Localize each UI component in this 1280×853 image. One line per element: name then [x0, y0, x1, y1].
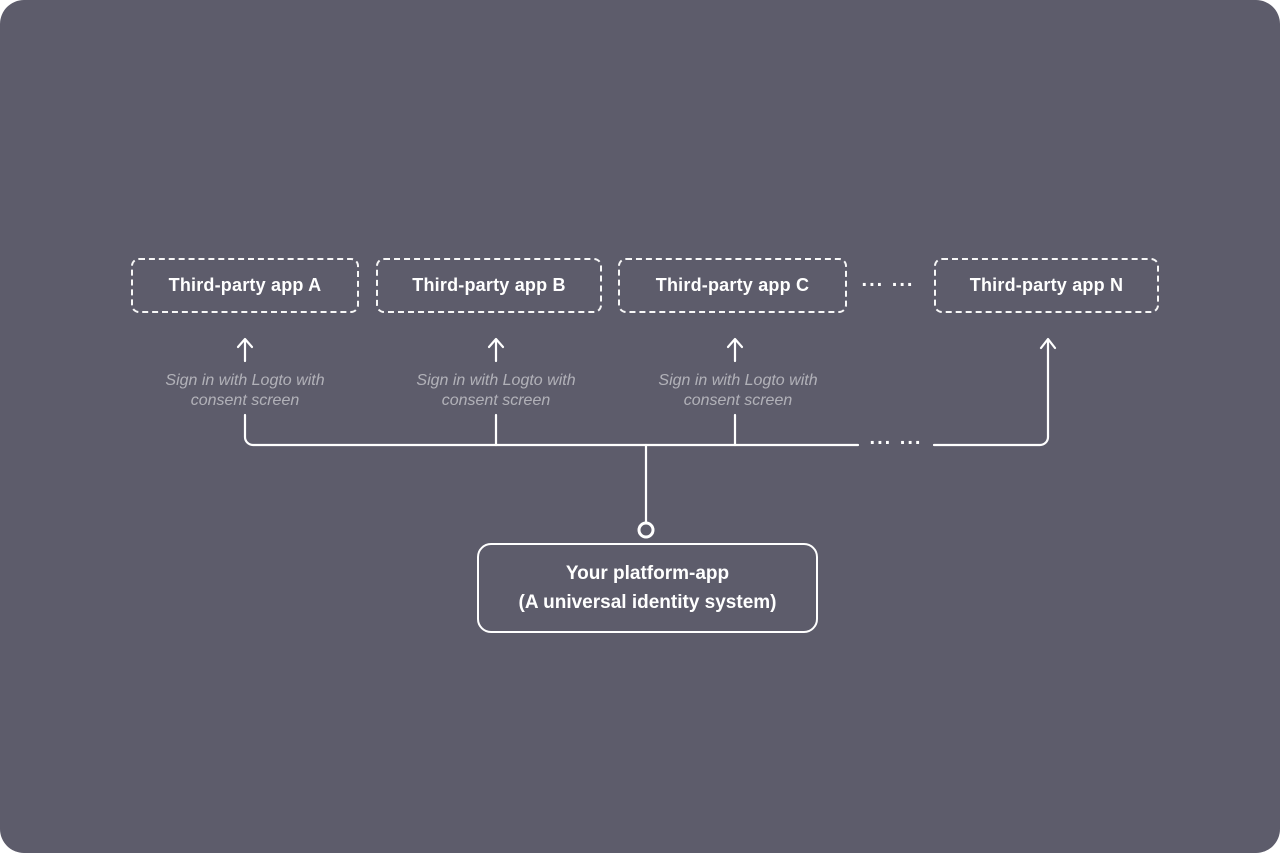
signin-caption-b: Sign in with Logto with consent screen: [386, 371, 606, 410]
third-party-app-n-label: Third-party app N: [969, 275, 1124, 295]
third-party-app-a-box: Third-party app A: [131, 258, 359, 313]
third-party-app-c-label: Third-party app C: [655, 275, 810, 295]
platform-app-box: Your platform-app (A universal identity …: [477, 543, 818, 633]
signin-caption-c: Sign in with Logto with consent screen: [628, 371, 848, 410]
third-party-app-n-box: Third-party app N: [934, 258, 1159, 313]
signin-caption-a-line2: consent screen: [190, 391, 300, 409]
third-party-app-b-box: Third-party app B: [376, 258, 602, 313]
signin-caption-c-line2: consent screen: [683, 391, 793, 409]
arrow-up-c-icon: [726, 337, 744, 363]
third-party-app-b-label: Third-party app B: [412, 275, 566, 295]
signin-caption-b-line1: Sign in with Logto with: [416, 372, 576, 389]
arrow-up-b-icon: [487, 337, 505, 363]
third-party-app-c-box: Third-party app C: [618, 258, 847, 313]
apps-ellipsis: ... ...: [861, 269, 915, 291]
platform-app-subtitle: (A universal identity system): [518, 592, 777, 613]
platform-app-title: Your platform-app: [565, 563, 730, 584]
junction-circle-icon: [637, 521, 655, 539]
bus-line-right-arrow-up-icon: [932, 337, 1057, 447]
arrow-up-a-icon: [236, 337, 254, 363]
bus-line-left: [243, 413, 860, 447]
signin-caption-b-line2: consent screen: [441, 391, 551, 409]
third-party-app-a-label: Third-party app A: [168, 275, 322, 295]
signin-caption-c-line1: Sign in with Logto with: [658, 372, 818, 389]
signin-caption-a-line1: Sign in with Logto with: [165, 372, 325, 389]
signin-caption-a: Sign in with Logto with consent screen: [135, 371, 355, 410]
bus-ellipsis: ... ...: [869, 427, 923, 449]
